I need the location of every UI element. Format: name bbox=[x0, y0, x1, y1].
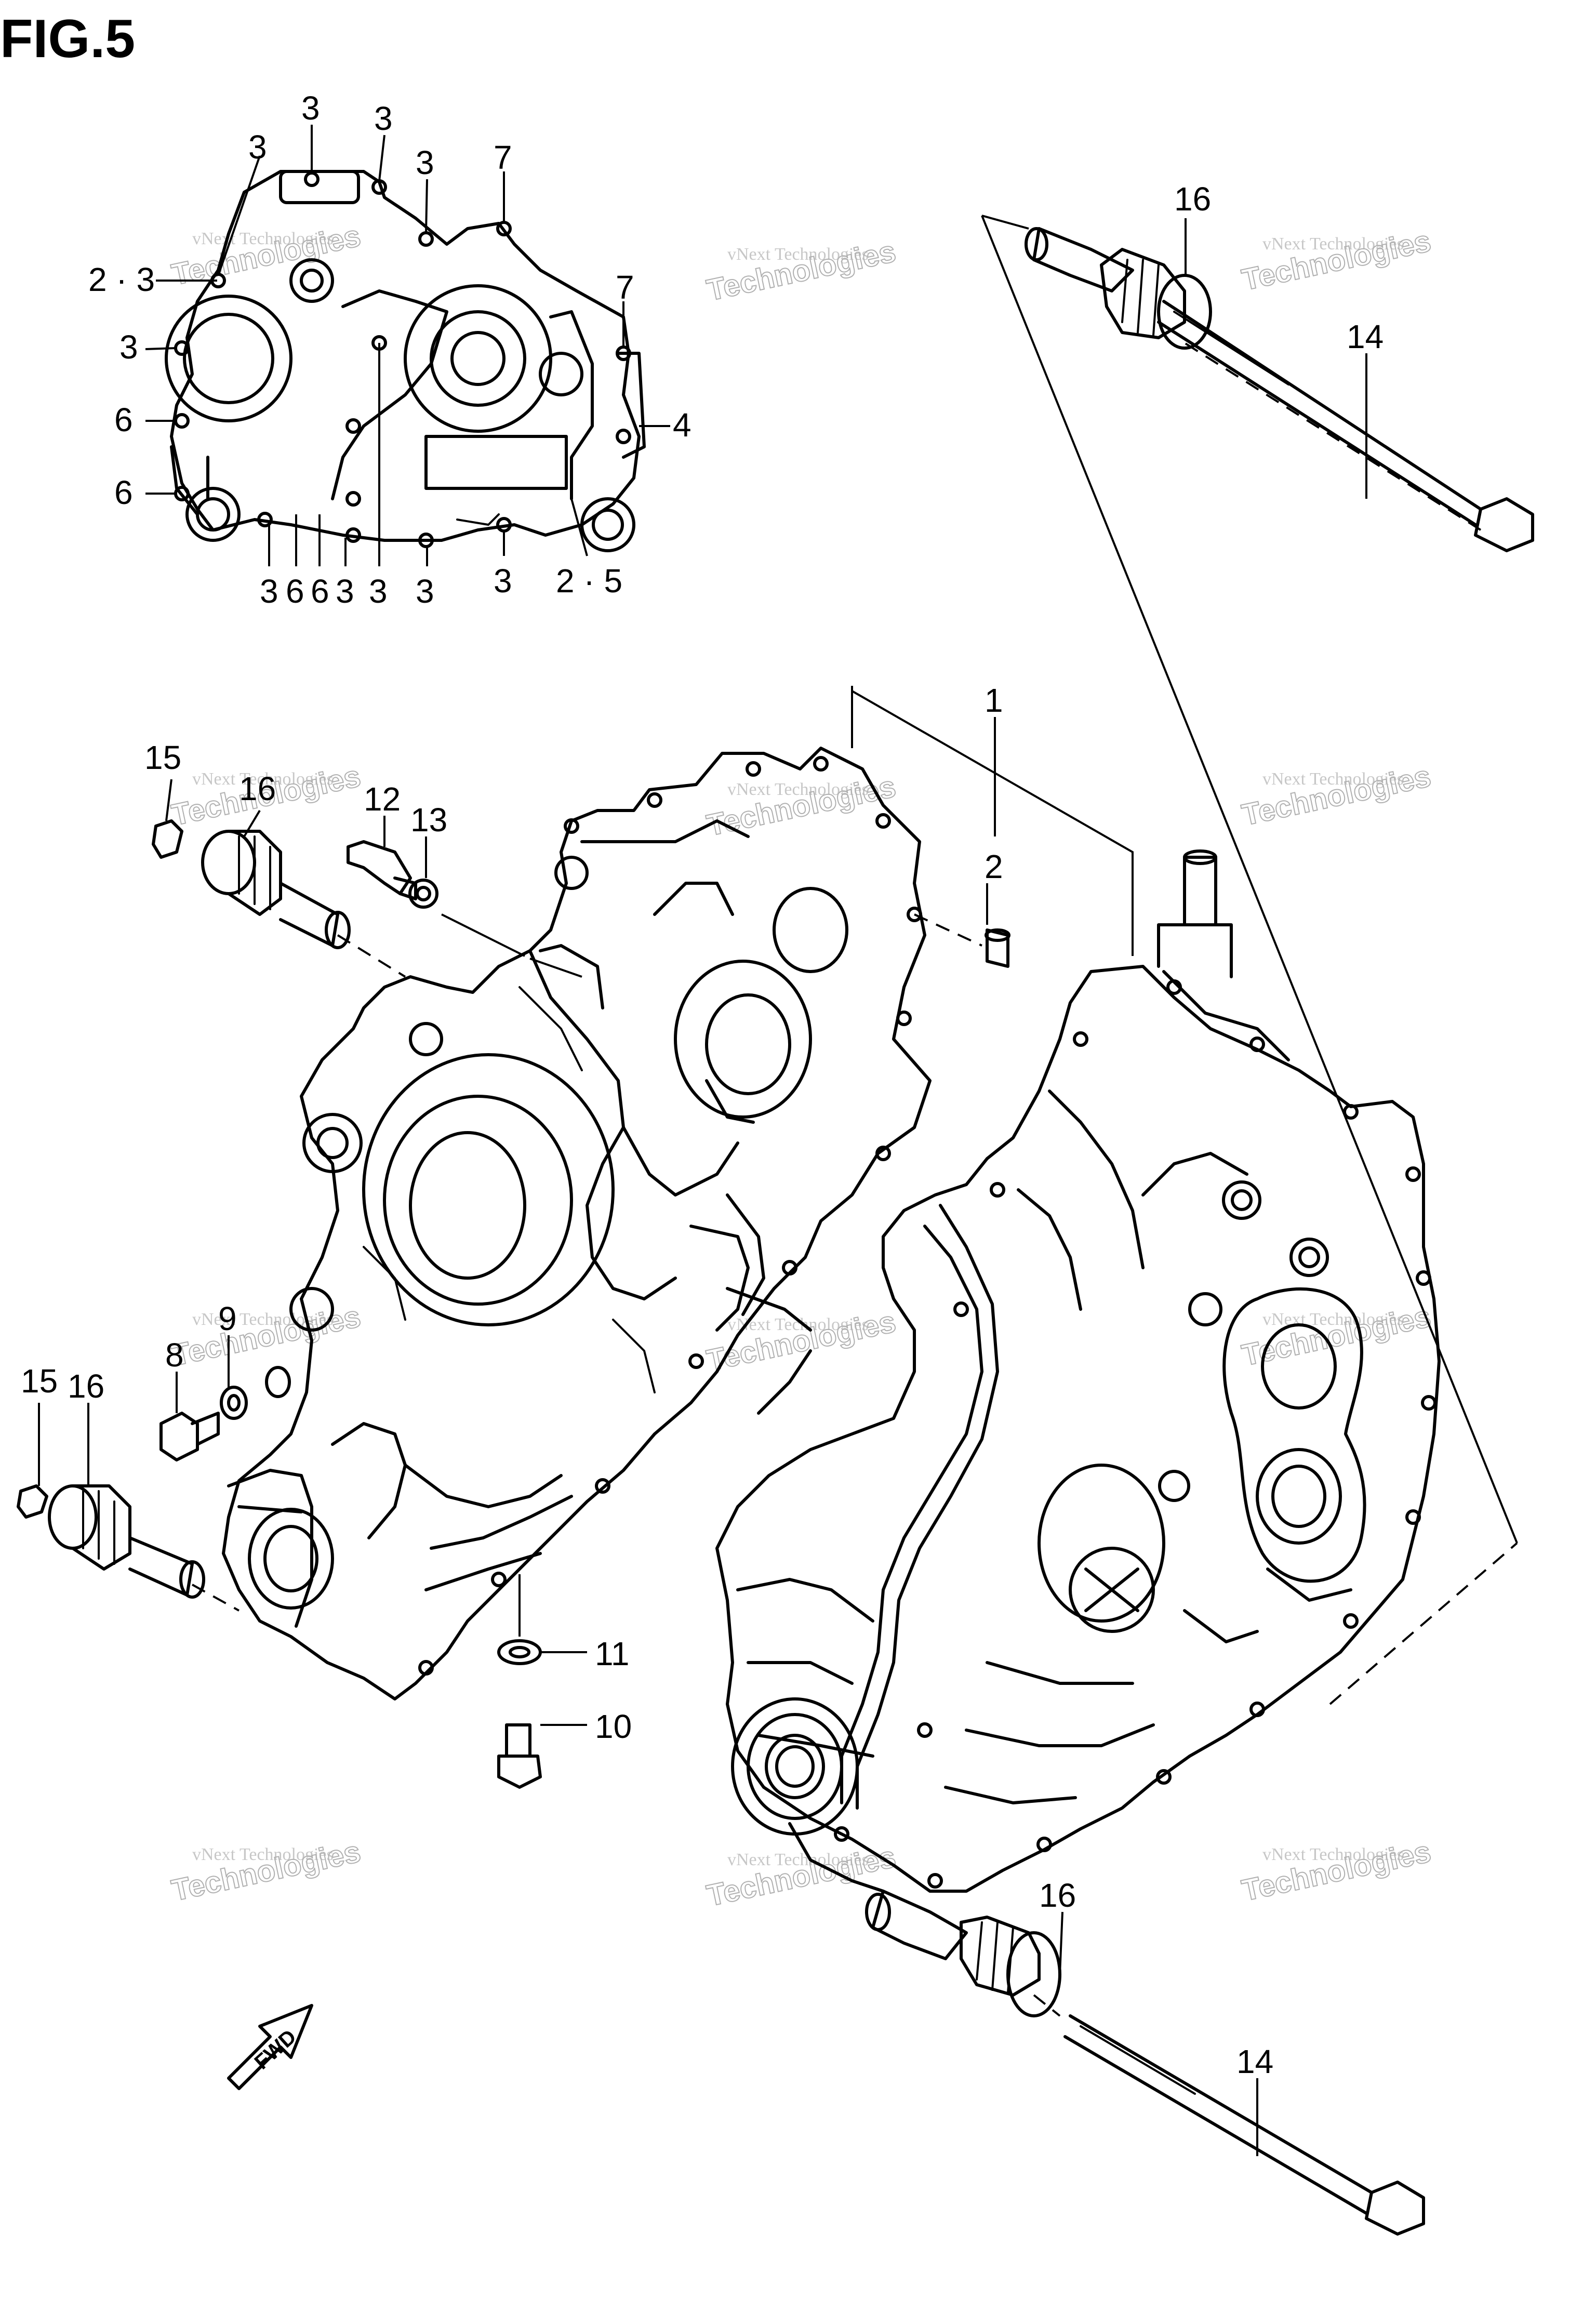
callout-11: 11 bbox=[595, 1635, 629, 1672]
watermark-6: vNext Technologies Technologies bbox=[1239, 759, 1434, 832]
callout-2: 2 bbox=[985, 848, 1003, 885]
svg-text:vNext Technologies: vNext Technologies bbox=[727, 780, 869, 799]
callout-1: 1 bbox=[985, 682, 1003, 719]
part-10-11 bbox=[497, 1574, 542, 1789]
svg-text:vNext Technologies: vNext Technologies bbox=[1262, 1310, 1404, 1329]
callout-4: 4 bbox=[673, 406, 691, 444]
callout-2-3: 2 · 3 bbox=[88, 261, 155, 298]
part-leaders bbox=[38, 218, 1367, 2156]
part-15-16-upper bbox=[152, 819, 351, 949]
callout-3: 3 bbox=[119, 328, 138, 366]
callout-15: 15 bbox=[144, 739, 181, 776]
svg-text:vNext Technologies: vNext Technologies bbox=[192, 229, 334, 248]
callout-6: 6 bbox=[286, 573, 304, 610]
callout-16: 16 bbox=[1039, 1877, 1076, 1914]
watermark-12: vNext Technologies Technologies bbox=[1239, 1834, 1434, 1908]
watermark-group: vNext Technologies Technologies vNext Te… bbox=[168, 218, 1434, 1913]
fwd-arrow-icon: FWD bbox=[227, 2004, 313, 2090]
part-15-16-lower bbox=[17, 1484, 205, 1599]
callout-16: 16 bbox=[68, 1367, 104, 1405]
part-12-13 bbox=[347, 840, 582, 978]
callout-6: 6 bbox=[114, 474, 133, 511]
watermark-10: vNext Technologies Technologies bbox=[168, 1834, 364, 1908]
callout-3: 3 bbox=[336, 573, 354, 610]
callout-10: 10 bbox=[595, 1708, 632, 1745]
figure-title: FIG.5 bbox=[0, 9, 135, 69]
svg-text:vNext Technologies: vNext Technologies bbox=[1262, 234, 1404, 254]
part-14-top bbox=[1157, 300, 1534, 552]
gasket-leaders bbox=[145, 125, 670, 566]
watermark-3: vNext Technologies Technologies bbox=[1239, 223, 1434, 297]
svg-text:vNext Technologies: vNext Technologies bbox=[192, 1310, 334, 1329]
callout-2-5: 2 · 5 bbox=[556, 562, 622, 600]
watermark-2: vNext Technologies Technologies bbox=[703, 234, 899, 308]
callout-6: 6 bbox=[311, 573, 329, 610]
svg-text:vNext Technologies: vNext Technologies bbox=[1262, 769, 1404, 789]
svg-text:vNext Technologies: vNext Technologies bbox=[1262, 1845, 1404, 1864]
callout-6: 6 bbox=[114, 401, 133, 439]
callout-3: 3 bbox=[416, 144, 434, 181]
svg-text:vNext Technologies: vNext Technologies bbox=[727, 245, 869, 264]
part-16-top bbox=[1025, 227, 1212, 350]
svg-text:vNext Technologies: vNext Technologies bbox=[192, 769, 334, 789]
callout-12: 12 bbox=[364, 780, 401, 818]
watermark-7: vNext Technologies Technologies bbox=[168, 1299, 364, 1373]
crankcase-body bbox=[222, 747, 1441, 1893]
callout-3: 3 bbox=[260, 573, 278, 610]
callout-7: 7 bbox=[494, 139, 512, 176]
callout-16: 16 bbox=[1174, 180, 1211, 218]
callout-16: 16 bbox=[239, 770, 276, 807]
callout-7: 7 bbox=[616, 269, 634, 306]
svg-text:vNext Technologies: vNext Technologies bbox=[192, 1845, 334, 1864]
callout-3: 3 bbox=[494, 562, 512, 600]
callout-labels: 3 3 3 3 7 16 14 2 · 3 7 3 6 4 6 3 6 6 3 … bbox=[21, 89, 1384, 2080]
callout-3: 3 bbox=[301, 89, 320, 127]
part-14-bottom bbox=[1063, 2014, 1425, 2236]
callout-3: 3 bbox=[416, 573, 434, 610]
callout-14: 14 bbox=[1347, 318, 1384, 355]
callout-8: 8 bbox=[165, 1336, 184, 1374]
callout-3: 3 bbox=[369, 573, 388, 610]
assembly-lines bbox=[192, 215, 1518, 2017]
callout-9: 9 bbox=[218, 1300, 237, 1337]
callout-15: 15 bbox=[21, 1362, 58, 1400]
svg-text:vNext Technologies: vNext Technologies bbox=[727, 1850, 869, 1869]
part-2-dowel bbox=[985, 928, 1010, 968]
callout-3: 3 bbox=[374, 100, 393, 137]
part-16-bottom bbox=[865, 1890, 1061, 2017]
callout-14: 14 bbox=[1236, 2043, 1273, 2080]
part-8-9 bbox=[159, 1366, 291, 1461]
callout-3: 3 bbox=[248, 128, 267, 166]
crankcase-gasket bbox=[165, 170, 646, 552]
callout-13: 13 bbox=[410, 801, 447, 839]
